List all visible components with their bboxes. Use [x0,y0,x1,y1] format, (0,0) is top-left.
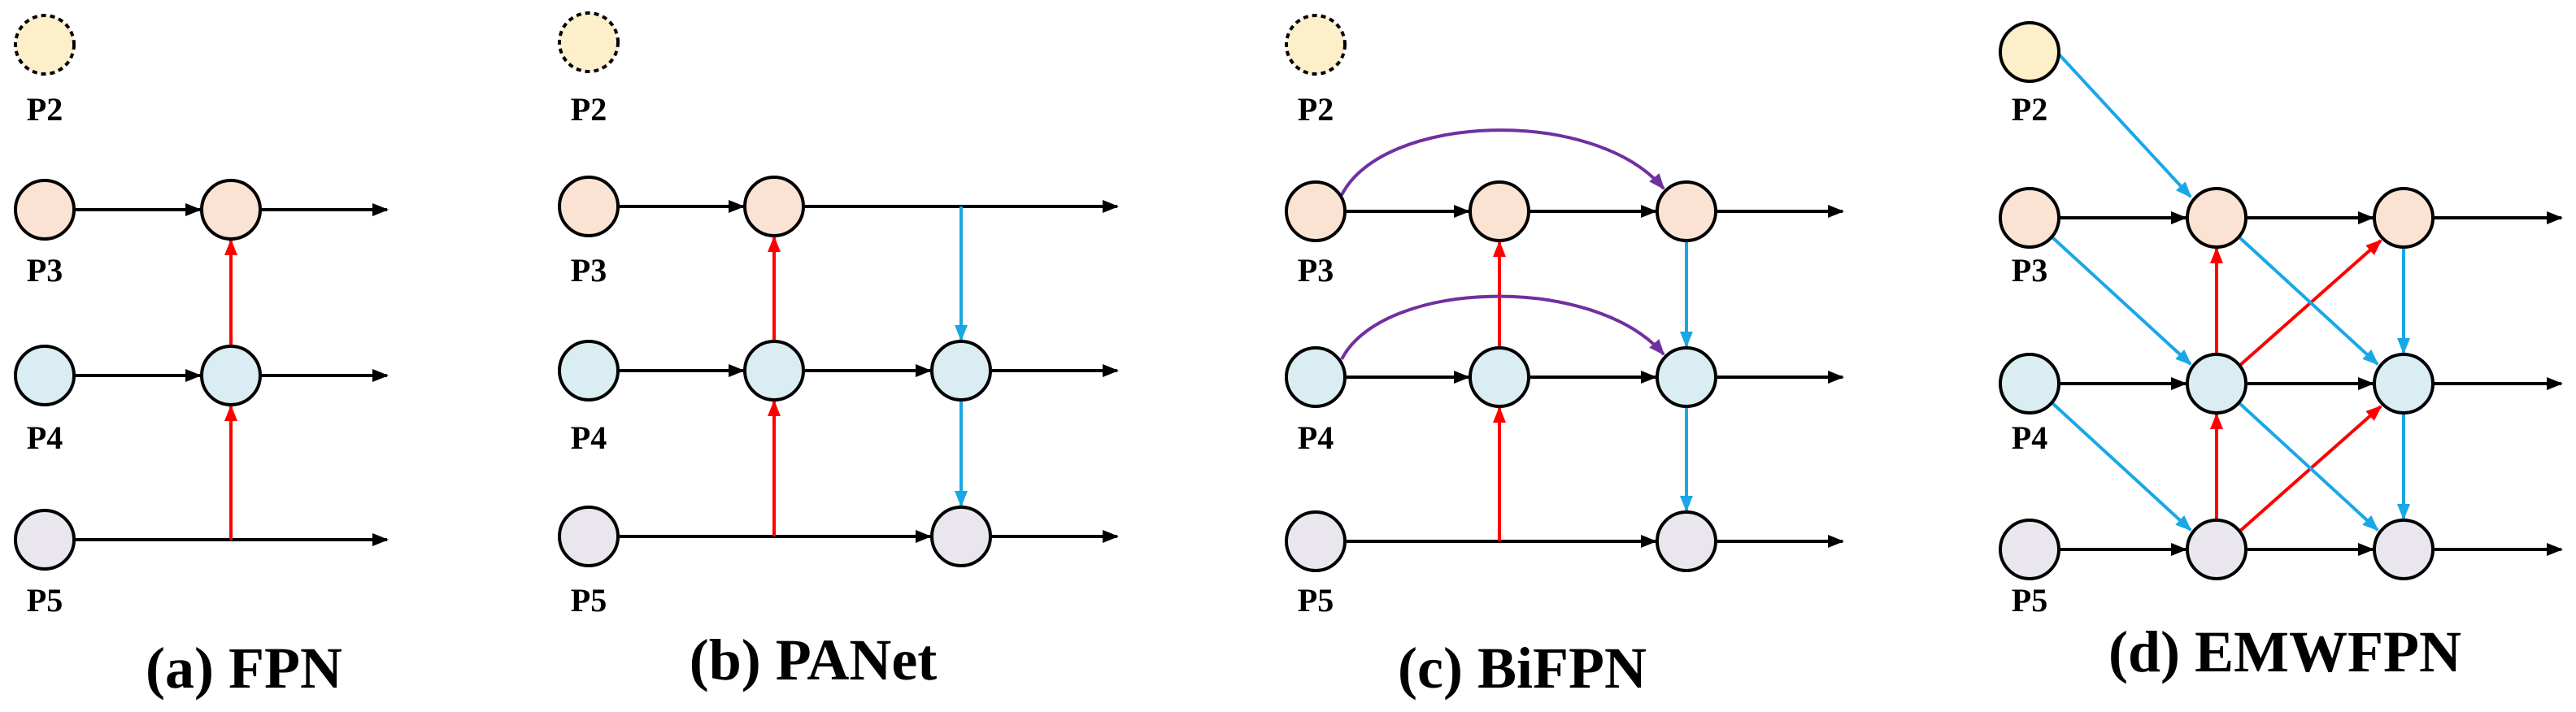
fused-node [2186,187,2247,249]
fused-node [200,179,262,241]
panel-fpn: P2 P3 P4 P5 (a) FPN [14,14,389,701]
label-p2: P2 [27,91,63,128]
p4-node [14,345,76,406]
label-p4: P4 [27,419,63,456]
panel-bifpn: P2 P3 P4 P5 (c) BiFPN [1285,14,1844,701]
p5-node [1285,510,1347,572]
caption-fpn: (a) FPN [146,636,342,701]
p2-node [1999,21,2060,83]
panel-emwfpn: P2 P3 P4 P5 (d) EMWFPN [1999,21,2563,684]
panel-panet: P2 P3 P4 P5 (b) PANet [558,11,1119,692]
output-node [1656,180,1717,242]
label-p4: P4 [571,419,607,456]
edges [75,203,389,546]
nodes [1285,14,1717,572]
caption-emwfpn: (d) EMWFPN [2108,619,2461,684]
output-node [2373,353,2435,415]
fused-node [200,345,262,406]
p3-node [558,176,620,237]
p3-node [14,179,76,241]
p2-node [14,14,76,76]
edges [2051,46,2563,556]
label-p4: P4 [1298,419,1334,456]
p4-node [558,340,620,402]
output-node [1656,346,1717,408]
nodes [14,14,262,571]
p2-node [1285,14,1347,76]
fused-node [743,176,805,237]
fused-node [1469,346,1530,408]
output-node [2373,519,2435,580]
p3-node [1999,187,2060,249]
nodes [1999,21,2435,580]
output-node [1656,510,1717,572]
label-p3: P3 [571,252,607,289]
label-p5: P5 [1298,582,1334,619]
label-p3: P3 [2012,252,2047,289]
nodes [558,11,992,567]
fused-node [1469,180,1530,242]
fused-node [743,340,805,402]
label-p2: P2 [1298,91,1334,128]
label-p2: P2 [2012,91,2047,128]
label-p5: P5 [2012,582,2047,619]
p4-node [1285,346,1347,408]
output-node [2373,187,2435,249]
caption-bifpn: (c) BiFPN [1398,636,1647,701]
p5-node [558,506,620,567]
caption-panet: (b) PANet [690,627,938,692]
p4-node [1999,353,2060,415]
p3-node [1285,180,1347,242]
fused-node [2186,519,2247,580]
label-p5: P5 [571,582,607,619]
p5-node [14,509,76,571]
edges [620,200,1119,543]
edges [1340,128,1844,548]
p5-node [1999,519,2060,580]
fused-node [2186,353,2247,415]
label-p2: P2 [571,91,607,128]
label-p3: P3 [1298,252,1334,289]
output-node [930,340,992,402]
p2-node [558,11,620,73]
label-p5: P5 [27,582,63,619]
output-node [930,506,992,567]
label-p4: P4 [2012,419,2047,456]
label-p3: P3 [27,252,63,289]
